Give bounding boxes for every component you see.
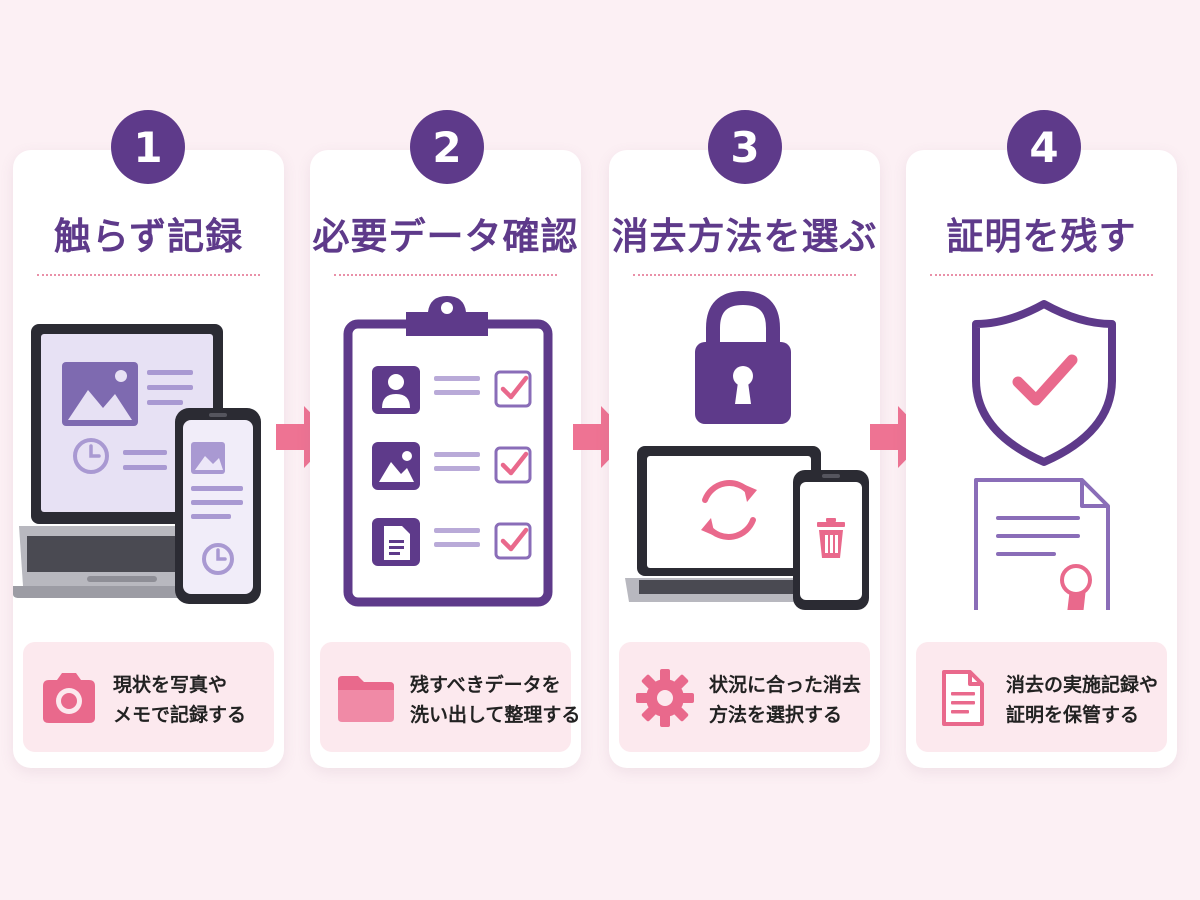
camera-icon [43,673,95,723]
arrow-right-icon [573,406,631,468]
step-2-title: 必要データ確認 [312,215,579,258]
lock-devices-icon [625,290,869,610]
step-3-title: 消去方法を選ぶ [611,215,878,258]
step-1-caption: 現状を写真や メモで記録する [23,642,274,752]
step-4-divider [930,274,1153,276]
folder-icon [338,676,394,722]
step-2-card: 必要データ確認 [310,150,581,768]
step-2-caption-line-2: 洗い出して整理する [410,704,581,726]
step-4-caption: 消去の実施記録や 証明を保管する [916,642,1167,752]
step-3-number-badge: 3 [708,110,782,184]
gear-icon [636,669,694,727]
arrow-right-icon [276,406,334,468]
step-2-caption-line-1: 残すべきデータを [410,674,561,696]
step-1-title: 触らず記録 [53,215,244,258]
step-1-divider [37,274,260,276]
step-2-number-badge: 2 [410,110,484,184]
arrow-right-icon [870,406,928,468]
step-4-number-badge: 4 [1007,110,1081,184]
step-3-caption-text: 状況に合った消去 方法を選択する [709,670,864,730]
step-4-caption-line-2: 証明を保管する [1006,704,1140,726]
step-3-card: 消去方法を選ぶ [609,150,880,768]
step-4-title: 証明を残す [946,215,1137,258]
step-4-caption-text: 消去の実施記録や 証明を保管する [1006,670,1161,730]
step-3-caption-line-1: 状況に合った消去 [709,674,862,696]
step-1-caption-line-2: メモで記録する [113,704,247,726]
clipboard-checklist-icon [343,296,553,607]
step-2-caption-text: 残すべきデータを 洗い出して整理する [410,670,581,730]
step-4-caption-line-1: 消去の実施記録や [1006,674,1159,696]
shield-certificate-icon [972,300,1116,610]
step-2-divider [334,274,557,276]
step-1-number-badge: 1 [111,110,185,184]
step-1-caption-line-1: 現状を写真や [113,674,228,696]
step-3-caption: 状況に合った消去 方法を選択する [619,642,870,752]
document-icon [942,670,984,726]
step-2-caption: 残すべきデータを 洗い出して整理する [320,642,581,752]
step-1-caption-text: 現状を写真や メモで記録する [113,670,268,730]
step-1-card: 触らず記録 [13,150,284,768]
step-3-caption-line-2: 方法を選択する [709,704,843,726]
laptop-phone-icon [13,324,261,604]
step-3-divider [633,274,856,276]
step-4-card: 証明を残す 消去の実施記録や 証明を保管する [906,150,1177,768]
